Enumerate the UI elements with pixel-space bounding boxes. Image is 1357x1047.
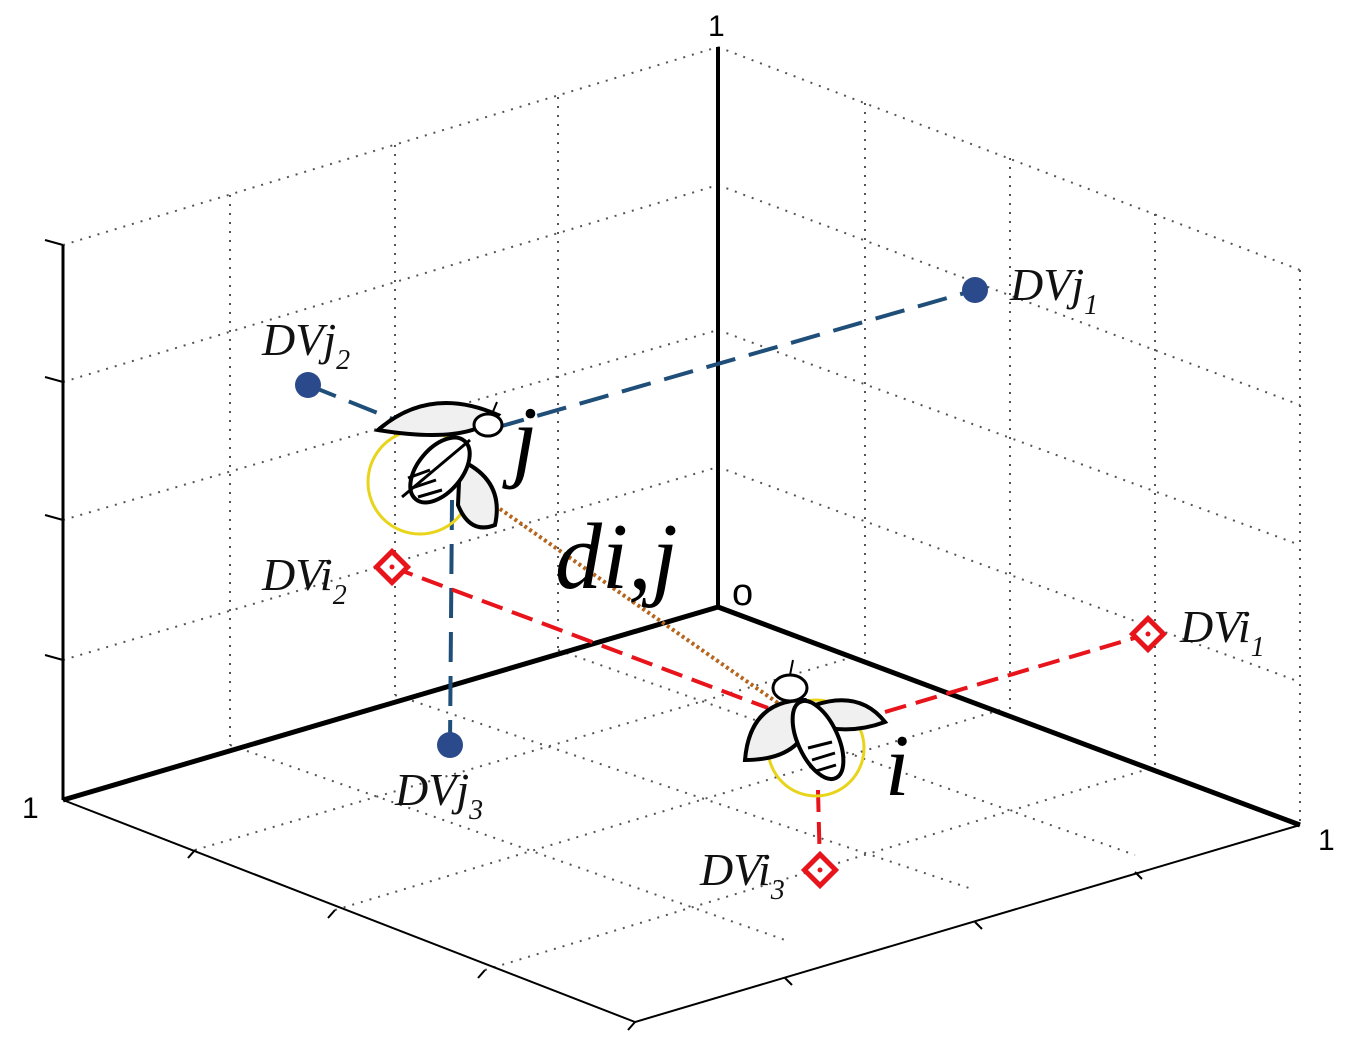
z-axis-top-label: 1 [708, 10, 725, 43]
i-to-dvi1-line [884, 632, 1149, 714]
j-to-dvj2-line [307, 383, 396, 422]
i-to-dvi2-line [391, 565, 769, 710]
grid-back-left-wall [62, 46, 719, 745]
axes [61, 47, 1301, 1023]
x-axis-end-label: 1 [22, 792, 39, 825]
dvj2-point [295, 372, 321, 398]
distance-label: di,j [555, 505, 678, 609]
dvi1-label: DVi1 [1179, 601, 1265, 663]
dvj1-label: DVj1 [1009, 259, 1098, 321]
firefly-icon-i [742, 659, 889, 798]
dvi2-label: DVi2 [261, 549, 347, 611]
dvi1-point [1128, 614, 1168, 654]
dvj3-point [437, 732, 463, 758]
j-to-dvj1-line [494, 288, 976, 430]
dvi3-label: DVi3 [699, 844, 785, 906]
dvj1-point [962, 277, 988, 303]
dvi3-point [800, 850, 840, 890]
j-to-dvj3-line [448, 499, 454, 746]
origin-label: o [732, 572, 753, 614]
axis-ticks [44, 239, 1143, 1031]
grid-floor [194, 649, 1146, 971]
dvj2-label: DVj2 [261, 314, 350, 376]
j-projection-lines [307, 288, 976, 746]
dvi2-point [372, 547, 412, 587]
node-j-label: j [502, 388, 538, 490]
firefly-icon-j [366, 401, 504, 536]
y-axis-end-label: 1 [1318, 824, 1335, 857]
dvj3-label: DVj3 [394, 764, 483, 826]
node-i-label: i [885, 718, 909, 815]
